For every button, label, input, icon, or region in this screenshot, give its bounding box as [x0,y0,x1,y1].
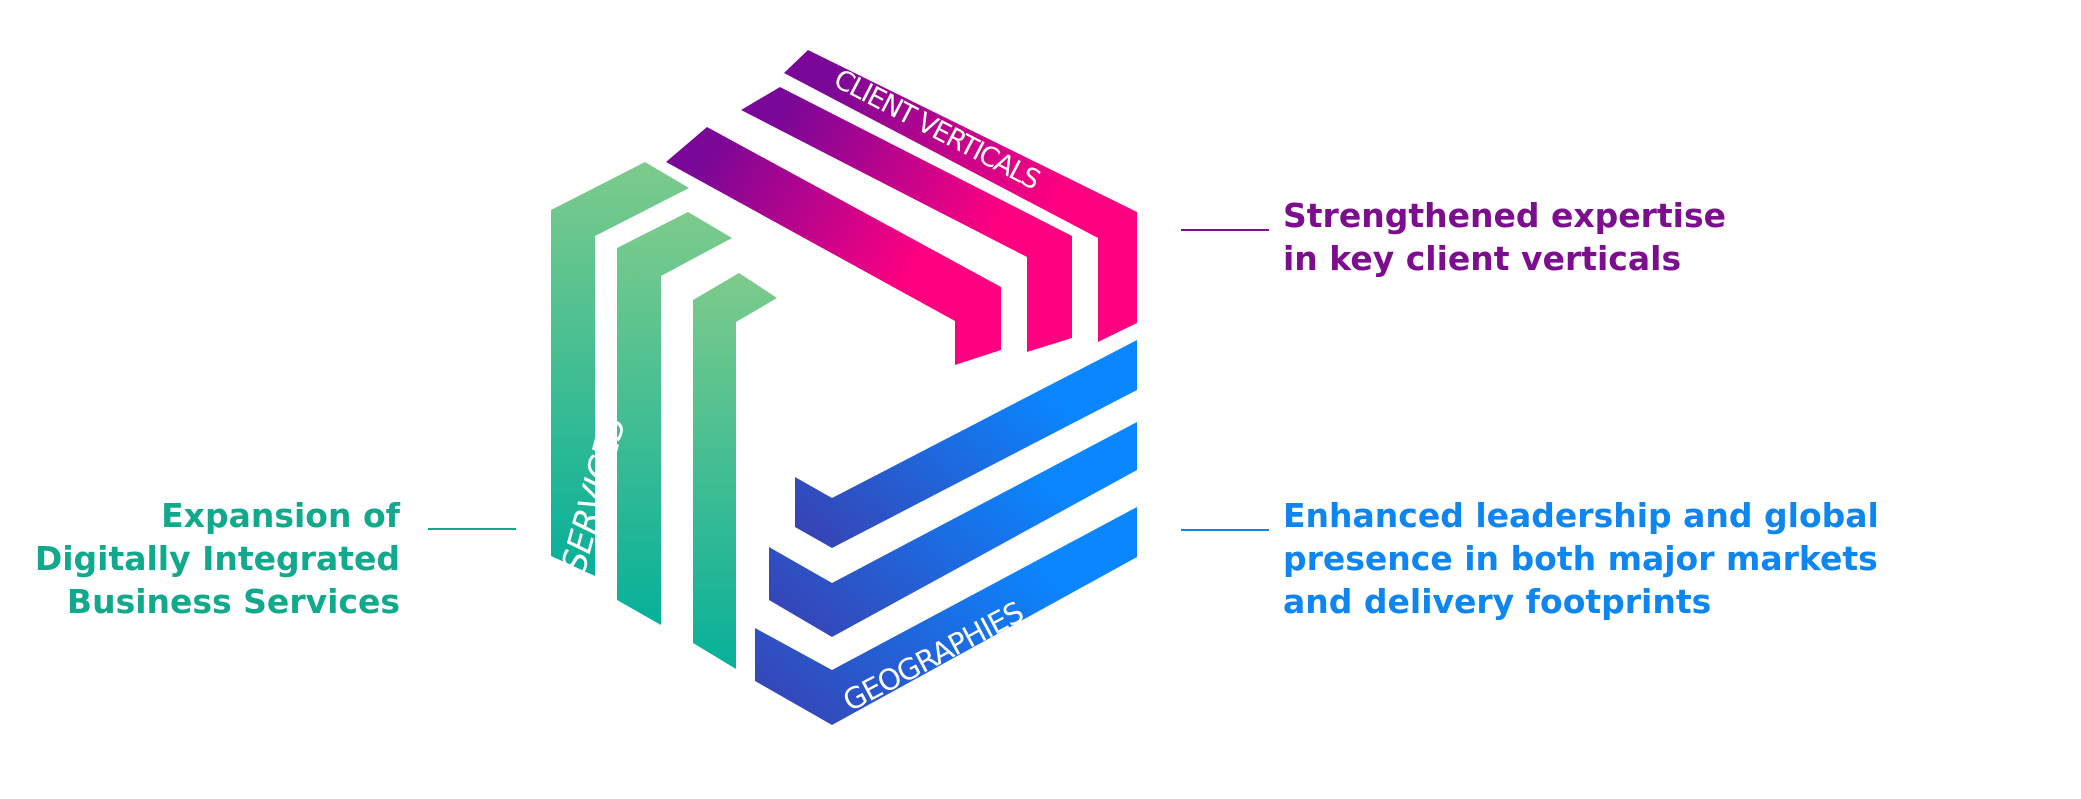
verticals-band-inner [666,127,1001,365]
verticals-caption: Strengthened expertise in key client ver… [1283,194,1726,280]
verticals-connector-line [1181,229,1269,231]
services-band-middle [617,212,732,625]
services-band-outer [551,162,689,576]
geographies-caption-line-3: and delivery footprints [1283,582,1712,621]
services-caption-line-2: Digitally Integrated [34,539,400,578]
geographies-caption-line-1: Enhanced leadership and global [1283,496,1879,535]
services-connector-line [428,528,516,530]
services-caption-line-3: Business Services [66,582,400,621]
geographies-face [755,340,1137,725]
services-band-inner [693,273,777,669]
geographies-caption: Enhanced leadership and global presence … [1283,494,1879,623]
services-face [551,162,777,669]
geo-band-middle [769,422,1137,637]
services-caption-line-1: Expansion of [161,496,400,535]
geographies-caption-line-2: presence in both major markets [1283,539,1878,578]
geographies-connector-line [1181,529,1269,531]
verticals-caption-line-1: Strengthened expertise [1283,196,1727,235]
verticals-band-outer [784,50,1137,342]
verticals-band-middle [741,87,1072,352]
geo-band-outer [755,507,1137,725]
verticals-caption-line-2: in key client verticals [1283,239,1682,278]
services-caption: Expansion of Digitally Integrated Busine… [35,494,400,623]
client-verticals-face [666,50,1137,365]
geo-band-inner [795,340,1137,548]
